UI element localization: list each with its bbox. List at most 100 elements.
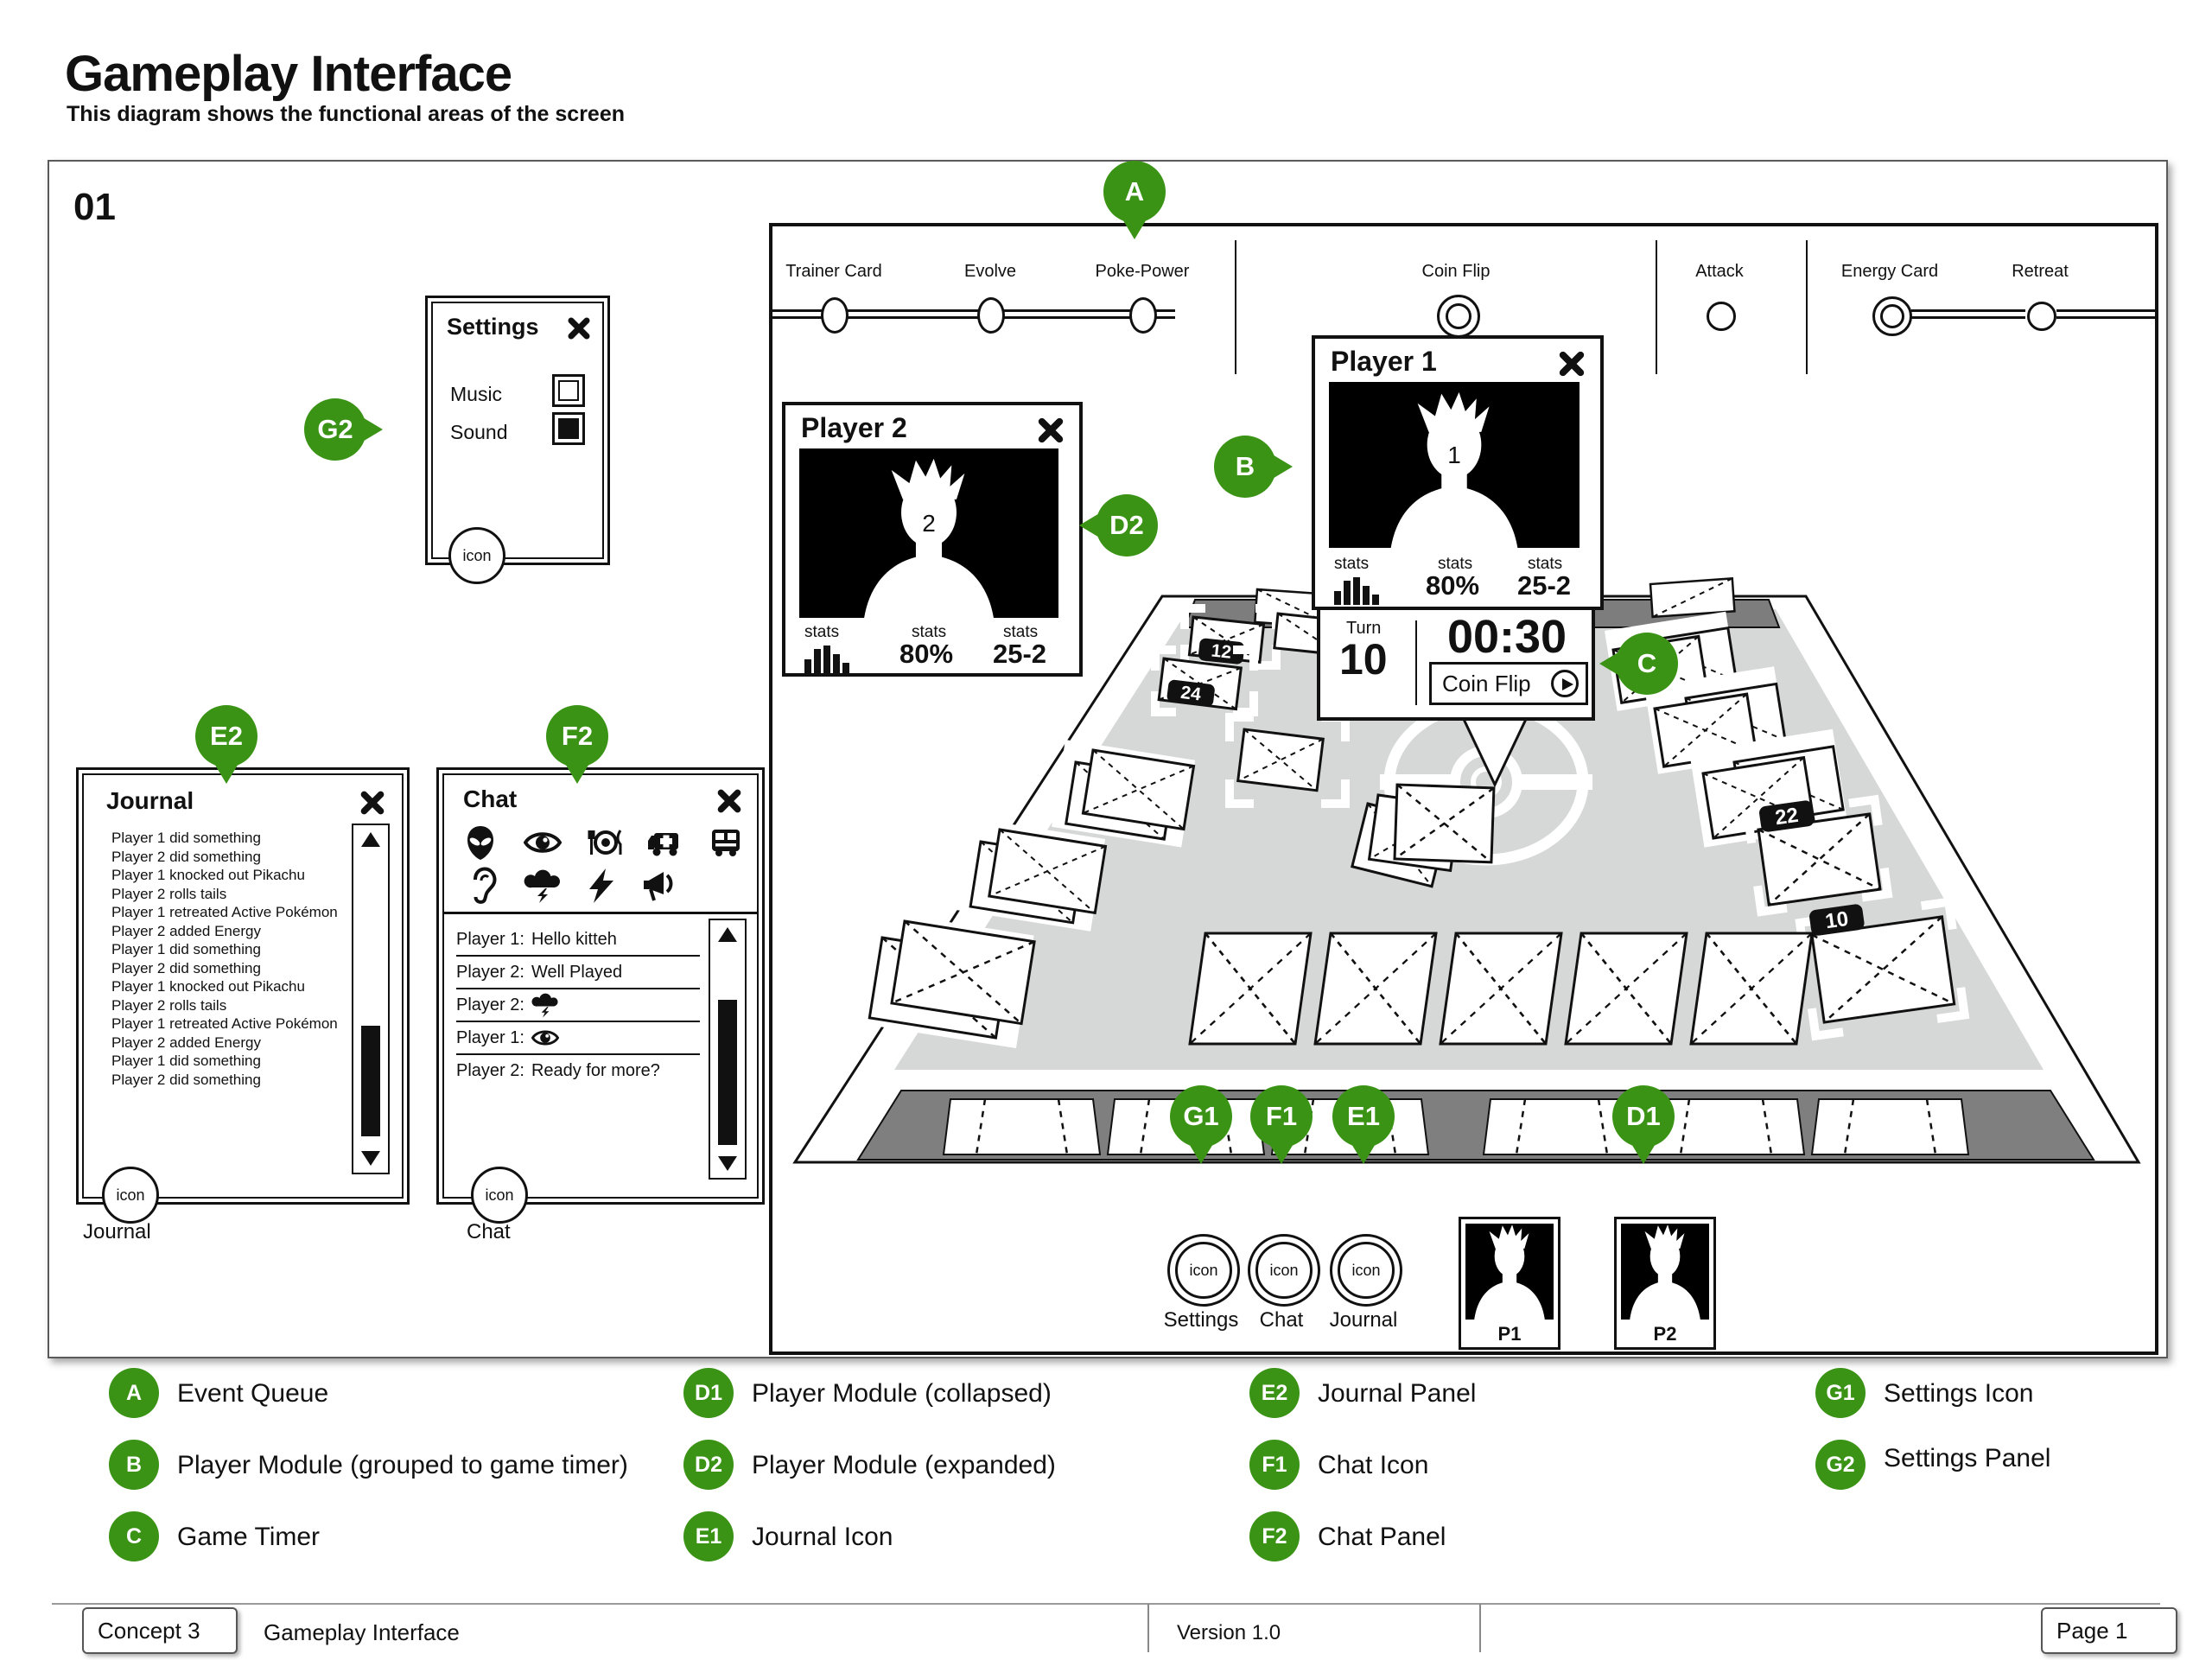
sound-checkbox[interactable] <box>552 412 585 445</box>
ambulance-icon[interactable] <box>646 824 684 862</box>
player1-panel[interactable]: Player 1 1 stats stats 80% stats 25-2 <box>1312 335 1604 610</box>
stats-label: stats <box>1334 555 1370 573</box>
meal-icon[interactable] <box>586 824 624 862</box>
close-icon[interactable] <box>715 787 743 815</box>
legend-label-f2: Chat Panel <box>1318 1523 1446 1551</box>
journal-panel-icon[interactable]: icon <box>102 1167 159 1224</box>
footer-tick <box>1147 1604 1149 1652</box>
player2-title: Player 2 <box>801 412 907 443</box>
icon-label: icon <box>1269 1261 1299 1279</box>
badge-10: 10 <box>1809 904 1865 936</box>
eq-node-attack[interactable] <box>1707 302 1736 331</box>
game-time: 00:30 <box>1446 611 1567 663</box>
player1-avatar: 1 <box>1329 382 1580 548</box>
bus-icon[interactable] <box>707 824 745 862</box>
settings-panel: Settings Music Sound <box>425 296 610 565</box>
svg-text:22: 22 <box>1774 804 1800 830</box>
eq-divider <box>1806 240 1808 374</box>
timer-divider <box>1415 620 1417 705</box>
dock-settings-label: Settings <box>1163 1308 1239 1332</box>
journal-entry: Player 1 did something <box>111 1053 261 1069</box>
settings-icon-button[interactable]: icon <box>1167 1234 1240 1307</box>
chat-icon-button[interactable]: icon <box>1248 1234 1320 1307</box>
chat-panel-icon[interactable]: icon <box>471 1167 528 1224</box>
legend-key-f1: F1 <box>1249 1440 1300 1490</box>
legend-label-e1: Journal Icon <box>752 1523 893 1551</box>
dock-journal-label: Journal <box>1329 1308 1398 1332</box>
close-icon[interactable] <box>359 789 386 817</box>
eq-node-trainer-card[interactable] <box>821 297 849 334</box>
player2-module-collapsed[interactable]: P2 <box>1614 1217 1716 1350</box>
player2-panel[interactable]: Player 2 2 stats stats 80% stats 25-2 <box>782 402 1083 677</box>
avatar-silhouette <box>1474 1224 1545 1320</box>
eye-icon[interactable] <box>524 824 562 862</box>
scroll-up-icon[interactable] <box>718 927 737 942</box>
legend-key-g2: G2 <box>1815 1440 1866 1490</box>
close-icon[interactable] <box>566 315 592 341</box>
footer-tick <box>1479 1604 1481 1652</box>
lightning-bolt-icon[interactable] <box>582 867 620 905</box>
music-checkbox[interactable] <box>552 374 585 407</box>
eq-label-evolve: Evolve <box>963 262 1017 281</box>
legend-key-e1: E1 <box>683 1511 734 1561</box>
close-icon[interactable] <box>1557 349 1586 378</box>
legend-label-b: Player Module (grouped to game timer) <box>177 1451 628 1479</box>
turn-value: 10 <box>1339 635 1388 684</box>
settings-panel-icon[interactable]: icon <box>448 527 505 584</box>
chat-panel: Chat Player 1: Hello kitteh Player 2: We… <box>436 767 765 1205</box>
chat-divider <box>444 912 757 914</box>
scroll-thumb[interactable] <box>718 1000 737 1145</box>
chat-author: Player 2: <box>456 1060 524 1080</box>
game-timer-panel: Turn 10 00:30 Coin Flip <box>1317 607 1595 721</box>
scroll-down-icon[interactable] <box>361 1151 380 1166</box>
alien-icon[interactable] <box>461 824 499 862</box>
scroll-down-icon[interactable] <box>718 1156 737 1171</box>
chat-title: Chat <box>463 785 518 812</box>
coin-flip-button[interactable]: Coin Flip <box>1429 662 1588 705</box>
eq-node-coin-flip[interactable] <box>1437 295 1480 338</box>
stats-win-pct: 80% <box>899 639 954 669</box>
eq-label-coin-flip: Coin Flip <box>1421 262 1491 281</box>
eq-node-retreat[interactable] <box>2027 302 2056 331</box>
eq-node-energy-card[interactable] <box>1872 296 1912 336</box>
journal-panel: Journal Player 1 did something Player 2 … <box>76 767 410 1205</box>
ear-icon[interactable] <box>463 867 501 905</box>
footer-concept: Concept 3 <box>98 1617 200 1644</box>
eq-track <box>772 316 1175 319</box>
close-icon[interactable] <box>1036 416 1065 445</box>
journal-scrollbar[interactable] <box>352 824 390 1174</box>
play-icon[interactable] <box>1551 670 1579 697</box>
chat-message: Player 2: <box>456 989 700 1022</box>
eq-label-trainer-card: Trainer Card <box>785 262 882 281</box>
avatar-silhouette <box>863 458 995 618</box>
player1-module-collapsed[interactable]: P1 <box>1459 1217 1560 1350</box>
eq-label-energy-card: Energy Card <box>1840 262 1939 281</box>
eq-node-poke-power[interactable] <box>1129 297 1157 334</box>
stats-label: stats <box>912 623 947 641</box>
sound-label: Sound <box>450 421 508 443</box>
stats-label: stats <box>804 623 840 641</box>
player1-title: Player 1 <box>1331 346 1437 377</box>
storm-cloud-icon[interactable] <box>524 867 562 905</box>
eye-icon <box>531 1024 559 1052</box>
scroll-thumb[interactable] <box>361 1026 380 1136</box>
journal-entry: Player 2 did something <box>111 848 261 865</box>
icon-label: icon <box>1351 1261 1381 1279</box>
journal-entry: Player 1 retreated Active Pokémon <box>111 904 338 920</box>
chat-scrollbar[interactable] <box>709 919 747 1180</box>
stats-record: 25-2 <box>993 639 1047 669</box>
footer-page: Page 1 <box>2056 1617 2128 1644</box>
scroll-up-icon[interactable] <box>361 832 380 847</box>
marker-g2: G2 <box>304 398 383 461</box>
eq-node-evolve[interactable] <box>977 297 1005 334</box>
svg-text:10: 10 <box>1824 907 1850 933</box>
journal-icon-button[interactable]: icon <box>1330 1234 1402 1307</box>
journal-entry: Player 2 rolls tails <box>111 996 227 1014</box>
legend-key-d1: D1 <box>683 1368 734 1418</box>
marker-f1: F1 <box>1250 1085 1313 1164</box>
megaphone-icon[interactable] <box>641 867 679 905</box>
footer-rule <box>52 1603 2160 1605</box>
marker-g1: G1 <box>1170 1085 1232 1164</box>
icon-label: icon <box>485 1186 514 1204</box>
journal-title: Journal <box>106 787 194 814</box>
